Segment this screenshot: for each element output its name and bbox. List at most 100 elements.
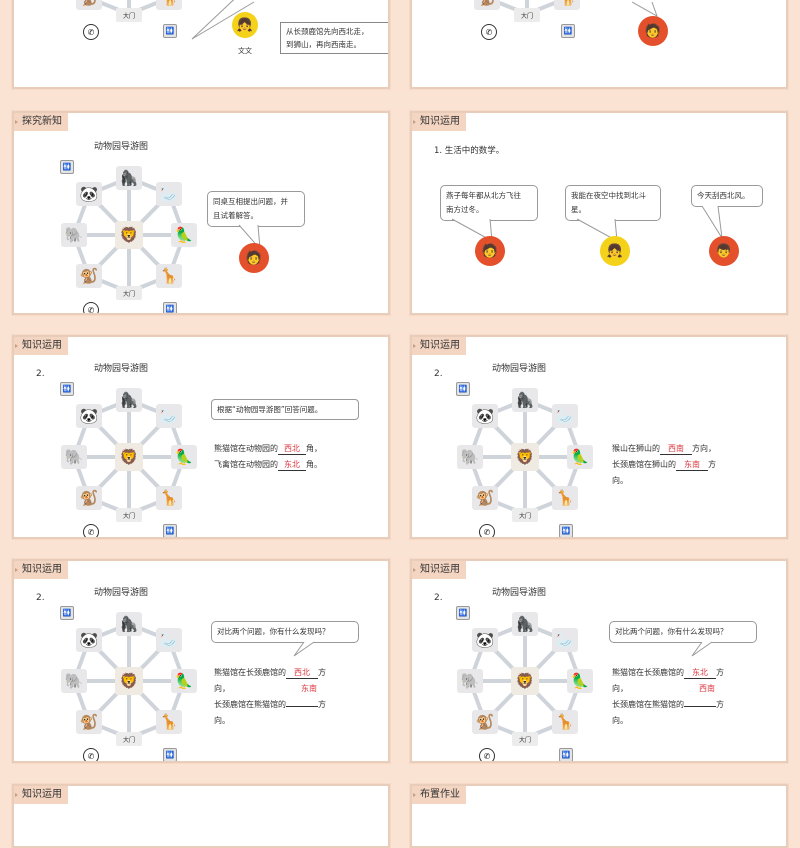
restroom-icon: 🚻 [60, 606, 74, 620]
answer-line-3: 向。 [612, 476, 628, 485]
character-name: 文文 [238, 47, 252, 55]
answer-blank: 东南 [676, 459, 708, 471]
main-gate: 大门 [512, 508, 538, 522]
phone-icon: ✆ [479, 748, 495, 761]
elephant-house-icon: 🐘 [61, 445, 87, 469]
panda-house-icon: 🐼 [76, 628, 102, 652]
instruction-box: 根据“动物园导游图”回答问题。 [211, 399, 359, 420]
answer-blank: 东北 [684, 667, 716, 679]
elephant-house-icon: 🐘 [457, 669, 483, 693]
lion-hill-icon: 🦁 [511, 667, 539, 695]
slide-1: 🦍 🦢 🦜 🦒 大门 🐒 🐘 🐼 🦁 🚻 ✆ 🚻 👧 文文 从长颈鹿馆先向西北走… [12, 0, 390, 89]
zoo-map: 🦍 🦢 🦜 🦒 大门 🐒 🐘 🐼 🦁 🚻 ✆ 🚻 [450, 382, 600, 537]
lion-hill-icon: 🦁 [115, 221, 143, 249]
giraffe-house-icon: 🦒 [552, 486, 578, 510]
bird-house-icon: 🦜 [171, 445, 197, 469]
zoo-map: 🦍 🦢 🦜 🦒 大门 🐒 🐘 🐼 🦁 🚻 ✆ 🚻 [54, 382, 204, 537]
answer-blank [684, 706, 716, 707]
answer-line-4: 向。 [612, 716, 628, 725]
route-line-2: 到狮山，再向西南走。 [286, 40, 361, 49]
answer-line-1: 熊猫馆在动物园的西北角， [214, 441, 322, 457]
chimpanzee-house-icon: 🦍 [116, 166, 142, 190]
slide-2: 🦍 🦢 🦜 🦒 大门 🐒 🐘 🐼 🦁 🚻 ✆ 🚻 🧑 [410, 0, 788, 89]
line-text: 方 [318, 700, 326, 709]
map-title: 动物园导游图 [94, 588, 149, 598]
phone-icon: ✆ [83, 524, 99, 537]
bubble-tail [293, 641, 315, 657]
answer-line-4: 向。 [214, 716, 230, 725]
speech-bubble-2: 我能在夜空中找到北斗 星。 [565, 185, 661, 221]
section-tag: 知识运用 [14, 786, 68, 804]
bubble-tail [691, 641, 713, 657]
question-number: 2. [36, 369, 45, 379]
main-gate: 大门 [514, 8, 540, 22]
line-text: 飞禽馆在动物园的 [214, 460, 278, 469]
line-text: 猴山在狮山的 [612, 444, 660, 453]
section-tag: 知识运用 [14, 337, 68, 355]
monkey-hill-icon: 🐒 [76, 486, 102, 510]
phone-icon: ✆ [481, 24, 497, 40]
speech-bubble-3: 今天刮西北风。 [691, 185, 763, 207]
boy-avatar: 🧑 [638, 16, 668, 46]
answer-text: 西南 [699, 684, 715, 693]
monkey-hill-icon: 🐒 [472, 710, 498, 734]
boy-avatar: 🧑 [239, 243, 269, 273]
section-tag: 探究新知 [14, 113, 68, 131]
zoo-map: 🦍 🦢 🦜 🦒 大门 🐒 🐘 🐼 🦁 🚻 ✆ 🚻 [450, 606, 600, 761]
speech-bubble: 对比两个问题，你有什么发现吗？ [211, 621, 359, 643]
elephant-house-icon: 🐘 [61, 223, 87, 247]
bird-house-icon: 🦜 [171, 223, 197, 247]
restroom-icon: 🚻 [456, 382, 470, 396]
chimpanzee-house-icon: 🦍 [116, 388, 142, 412]
speech-bubble: 同桌互相提出问题，并 且试着解答。 [207, 191, 305, 227]
question-number: 2. [36, 593, 45, 603]
restroom-icon: 🚻 [559, 748, 573, 761]
chimpanzee-house-icon: 🦍 [512, 388, 538, 412]
swan-house-icon: 🦢 [156, 404, 182, 428]
line-text: 熊猫馆在动物园的 [214, 444, 278, 453]
panda-house-icon: 🐼 [472, 628, 498, 652]
monkey-hill-icon: 🐒 [474, 0, 500, 10]
main-gate: 大门 [116, 8, 142, 22]
wenwen-avatar: 👧 [232, 12, 258, 38]
elephant-house-icon: 🐘 [61, 669, 87, 693]
restroom-icon: 🚻 [60, 382, 74, 396]
main-gate: 大门 [512, 732, 538, 746]
section-tag: 知识运用 [412, 113, 466, 131]
answer-line-1: 熊猫馆在长颈鹿馆的东北方 [612, 665, 724, 681]
slide-7: 知识运用 2. 动物园导游图 🦍 🦢 🦜 🦒 大门 🐒 🐘 🐼 🦁 🚻 [12, 559, 390, 763]
section-tag: 知识运用 [412, 337, 466, 355]
answer-line-3: 长颈鹿馆在熊猫馆的方 [612, 697, 724, 713]
slide-8: 知识运用 2. 动物园导游图 🦍 🦢 🦜 🦒 大门 🐒 🐘 🐼 🦁 🚻 [410, 559, 788, 763]
elephant-house-icon: 🐘 [457, 445, 483, 469]
main-gate: 大门 [116, 508, 142, 522]
bubble-line-2: 星。 [571, 205, 586, 214]
restroom-icon: 🚻 [163, 524, 177, 537]
answer-blank: 西北 [278, 443, 306, 455]
map-title: 动物园导游图 [94, 142, 149, 152]
restroom-icon: 🚻 [163, 24, 177, 38]
giraffe-house-icon: 🦒 [156, 0, 182, 10]
bird-house-icon: 🦜 [171, 669, 197, 693]
phone-icon: ✆ [83, 24, 99, 40]
main-gate: 大门 [116, 286, 142, 300]
speech-bubble: 对比两个问题，你有什么发现吗？ [609, 621, 757, 643]
zoo-map: 🦍 🦢 🦜 🦒 大门 🐒 🐘 🐼 🦁 🚻 ✆ 🚻 [54, 160, 204, 313]
giraffe-house-icon: 🦒 [156, 486, 182, 510]
bubble-tail [631, 1, 658, 18]
phone-icon: ✆ [83, 302, 99, 313]
map-title: 动物园导游图 [492, 364, 547, 374]
section-tag: 布置作业 [412, 786, 466, 804]
bubble-line-1: 今天刮西北风。 [697, 191, 750, 200]
chimpanzee-house-icon: 🦍 [116, 612, 142, 636]
restroom-icon: 🚻 [163, 748, 177, 761]
lion-hill-icon: 🦁 [511, 443, 539, 471]
slide-6: 知识运用 2. 动物园导游图 🦍 🦢 🦜 🦒 大门 🐒 🐘 🐼 🦁 🚻 [410, 335, 788, 539]
restroom-icon: 🚻 [163, 302, 177, 313]
restroom-icon: 🚻 [456, 606, 470, 620]
line-text: 方 [716, 700, 724, 709]
bubble-line-1: 我能在夜空中找到北斗 [571, 191, 646, 200]
line-text: 方 [716, 668, 724, 677]
panda-house-icon: 🐼 [76, 404, 102, 428]
panda-house-icon: 🐼 [76, 182, 102, 206]
